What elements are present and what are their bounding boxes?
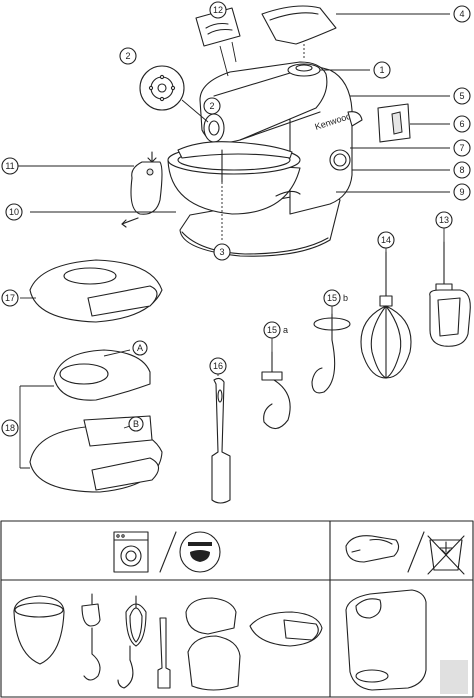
svg-text:18: 18 [5,423,15,433]
svg-text:13: 13 [439,215,449,225]
callout-1: 1 [373,61,391,79]
splash-guard-17 [29,259,163,323]
page-tab-marker [440,660,468,694]
callout-7: 7 [453,139,471,157]
callout-5: 5 [453,87,471,105]
svg-text:2: 2 [209,101,214,111]
dishwasher-items [13,593,323,691]
k-beater-13 [429,241,471,347]
spatula-16 [211,377,231,504]
callout-18: 18 [1,419,19,437]
bracket-18 [19,385,54,469]
svg-text:15: 15 [327,293,337,303]
stand-mixer: Kenwood [167,61,363,257]
splash-guard-18 [29,349,163,493]
release-hand-inset [121,151,163,228]
svg-text:12: 12 [213,5,223,15]
callout-13: 13 [435,211,453,229]
lever-detail-inset [377,103,411,143]
whisk-14 [360,251,412,379]
svg-text:16: 16 [213,361,223,371]
hand-wash-icon [345,535,400,563]
svg-text:B: B [133,419,139,429]
callout-2-detail: 2 [119,47,137,65]
not-dishwasher-safe-icon [427,535,465,575]
svg-text:2: 2 [125,51,130,61]
care-table [0,520,474,698]
svg-text:14: 14 [381,235,391,245]
leader-lines [18,13,450,429]
callout-14: 14 [377,231,395,249]
callout-12: 12 [209,1,227,19]
callouts: 1 2 2 3 4 5 6 7 8 9 10 11 12 13 14 15 15… [1,1,471,437]
svg-text:7: 7 [459,143,464,153]
svg-text:17: 17 [5,293,15,303]
callout-15a: 15 [263,321,281,339]
callout-15b: 15 [323,289,341,307]
svg-text:1: 1 [379,65,384,75]
dishwasher-safe-icon [113,531,149,573]
dough-hook-15a [261,351,291,430]
callout-A: A [132,340,148,356]
sublabel-a: a [283,325,288,335]
svg-text:8: 8 [459,165,464,175]
svg-text:6: 6 [459,119,464,129]
callout-17: 17 [1,289,19,307]
svg-text:A: A [137,343,143,353]
hand-wash-mixer [345,589,427,691]
callout-10: 10 [5,203,23,221]
callout-9: 9 [453,183,471,201]
svg-text:9: 9 [459,187,464,197]
svg-text:11: 11 [5,161,14,171]
callout-16: 16 [209,357,227,375]
svg-text:10: 10 [9,207,19,217]
callout-8: 8 [453,161,471,179]
svg-text:5: 5 [459,91,464,101]
callout-2-outlet: 2 [203,97,221,115]
callout-4: 4 [453,5,471,23]
svg-text:15: 15 [267,325,277,335]
dough-hook-15b [311,313,351,394]
callout-B: B [128,416,144,432]
outlet-detail-inset [139,65,209,123]
svg-text:3: 3 [219,247,224,257]
sublabel-b: b [343,293,348,303]
top-shelf-icon [179,531,221,573]
top-outlet-cover [261,5,337,60]
svg-text:4: 4 [459,9,464,19]
callout-6: 6 [453,115,471,133]
callout-11: 11 [1,157,19,175]
callout-3: 3 [213,243,231,261]
